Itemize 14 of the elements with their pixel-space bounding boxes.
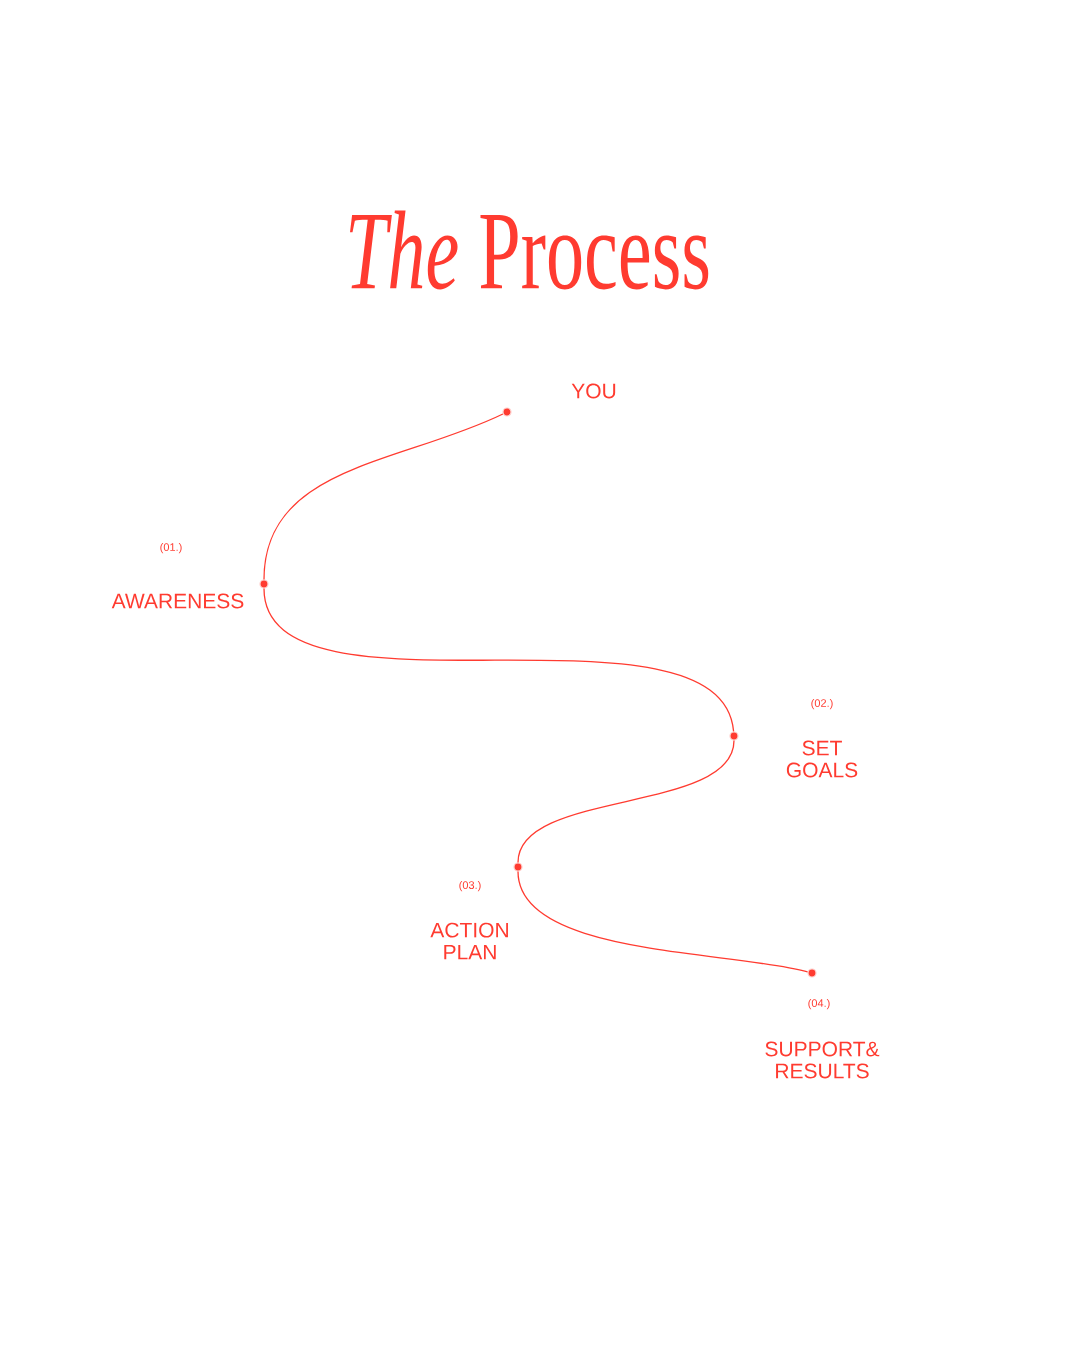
path-line <box>517 739 735 864</box>
path-line <box>263 413 504 581</box>
step-label: SUPPORT& RESULTS <box>765 1041 880 1079</box>
step-number: (03.) <box>459 880 481 892</box>
path-line <box>517 870 809 973</box>
title: The Process <box>350 210 709 290</box>
step-number: (04.) <box>808 998 830 1010</box>
step-label: AWARENESS <box>111 593 244 609</box>
step-label: YOU <box>571 383 616 399</box>
step-number: (02.) <box>811 698 833 710</box>
step-number: (01.) <box>160 542 182 554</box>
step-label: SET GOALS <box>786 740 858 778</box>
path-line <box>263 587 735 733</box>
step-label: ACTION PLAN <box>430 922 508 960</box>
